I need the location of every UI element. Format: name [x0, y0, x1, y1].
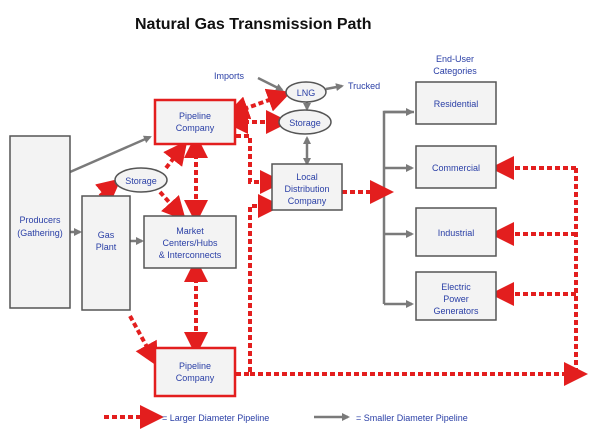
node-commercial: Commercial: [415, 145, 497, 189]
diagram-title: Natural Gas Transmission Path: [135, 16, 372, 33]
market-label-1: Market: [176, 226, 204, 236]
pipe-producers-to-pipeline: [69, 135, 152, 174]
node-local-distribution-company: Local Distribution Company: [271, 163, 343, 211]
imports-label: Imports: [214, 71, 245, 81]
pipe-gasplant-to-storage: [95, 178, 122, 203]
residential-label: Residential: [434, 99, 479, 109]
producers-label-2: (Gathering): [17, 228, 63, 238]
pipe-gasplant-to-pipeline-bottom: [128, 315, 158, 367]
lng-label: LNG: [297, 88, 316, 98]
pipe-pipeline-bottom-to-ldc: [236, 194, 282, 376]
node-residential: Residential: [415, 81, 497, 125]
node-storage-left: Storage: [114, 167, 168, 193]
legend-small-label: = Smaller Diameter Pipeline: [356, 413, 468, 423]
ldc-label-3: Company: [288, 196, 327, 206]
market-label-3: & Interconnects: [159, 250, 222, 260]
node-market-centers: Market Centers/Hubs & Interconnects: [143, 215, 237, 269]
electric-label-2: Power: [443, 294, 469, 304]
electric-label-3: Generators: [433, 306, 479, 316]
storage-right-label: Storage: [289, 118, 321, 128]
small-pipelines: [69, 76, 414, 308]
node-lng: LNG: [285, 81, 327, 103]
legend-large-label: = Larger Diameter Pipeline: [162, 413, 269, 423]
pipeline-top-label-2: Company: [176, 123, 215, 133]
market-label-2: Centers/Hubs: [162, 238, 218, 248]
pipeline-top-label-1: Pipeline: [179, 111, 211, 121]
gas-plant-label-1: Gas: [98, 230, 115, 240]
producers-label-1: Producers: [19, 215, 61, 225]
ldc-label-2: Distribution: [284, 184, 329, 194]
pipe-enduser-bus: [382, 110, 414, 304]
large-pipelines: [95, 88, 588, 386]
industrial-label: Industrial: [438, 228, 475, 238]
storage-left-label: Storage: [125, 176, 157, 186]
node-storage-right: Storage: [278, 109, 332, 135]
gas-plant-label-2: Plant: [96, 242, 117, 252]
commercial-label: Commercial: [432, 163, 480, 173]
node-gas-plant: Gas Plant: [81, 195, 131, 311]
node-pipeline-company-top: Pipeline Company: [153, 98, 237, 146]
pipe-storage-to-pipeline: [163, 140, 188, 170]
pipe-pipeline-to-lng: [224, 88, 292, 120]
pipe-pipeline-to-ldc: [236, 134, 284, 194]
enduser-header-2: Categories: [433, 66, 477, 76]
legend: = Larger Diameter Pipeline = Smaller Dia…: [104, 405, 468, 429]
electric-label-1: Electric: [441, 282, 471, 292]
pipeline-bottom-label-2: Company: [176, 373, 215, 383]
ldc-label-1: Local: [296, 172, 318, 182]
pipe-imports-to-lng: [257, 76, 284, 92]
node-electric-power-generators: Electric Power Generators: [415, 271, 497, 321]
pipeline-bottom-label-1: Pipeline: [179, 361, 211, 371]
trucked-label: Trucked: [348, 81, 380, 91]
node-producers: Producers (Gathering): [9, 135, 71, 309]
pipe-storage-to-market: [158, 190, 187, 221]
node-pipeline-company-bottom: Pipeline Company: [153, 346, 237, 398]
node-industrial: Industrial: [415, 207, 497, 257]
pipe-lng-to-trucked: [325, 83, 344, 92]
enduser-header-1: End-User: [436, 54, 474, 64]
